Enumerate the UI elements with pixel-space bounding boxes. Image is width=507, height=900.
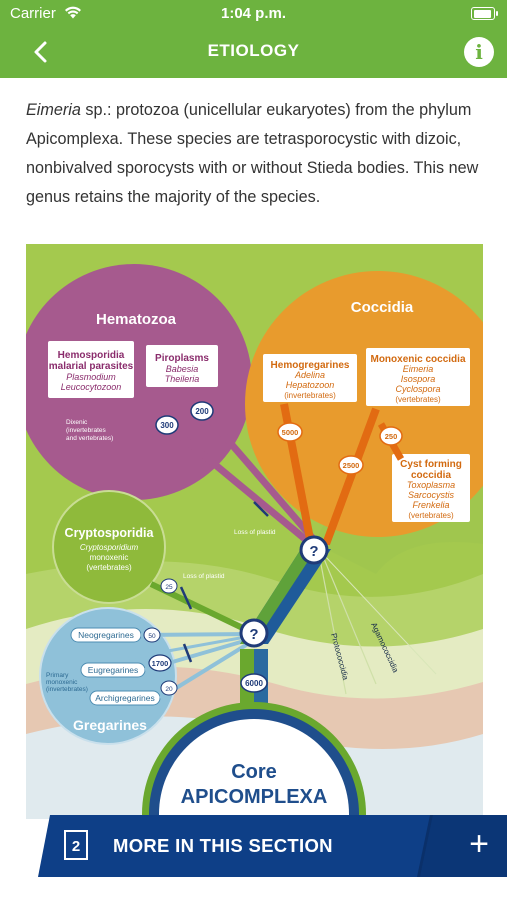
description-text: sp.: protozoa (unicellular eukaryotes) f… <box>26 101 479 206</box>
svg-text:25: 25 <box>165 584 173 591</box>
carrier-label: Carrier <box>10 5 82 22</box>
count-badge-6000: 6000 <box>240 673 268 693</box>
genus-name: Eimeria <box>26 101 81 119</box>
count-badge-300: 300 <box>155 415 179 435</box>
info-icon[interactable]: i <box>464 37 494 67</box>
section-bar-background <box>38 815 507 877</box>
invertebrates-label: (invertebrates) <box>284 391 336 400</box>
piroplasms-label: Piroplasms <box>155 353 209 364</box>
adelina-label: Adelina <box>294 370 325 380</box>
vertebrates-label: (vertebrates) <box>395 395 441 404</box>
loss-of-plastid-label-1: Loss of plastid <box>234 529 276 536</box>
primary-hosts-label: (invertebrates) <box>46 686 88 693</box>
plasmodium-label: Plasmodium <box>66 372 116 382</box>
cryptosporidia-hosts-label: (vertebrates) <box>86 563 132 572</box>
core-label: Core <box>231 761 277 783</box>
hepatozoon-label: Hepatozoon <box>286 380 335 390</box>
svg-text:1700: 1700 <box>152 659 169 668</box>
svg-text:2500: 2500 <box>343 461 360 470</box>
frenkelia-label: Frenkelia <box>412 500 449 510</box>
primary-label: Primary <box>46 672 69 679</box>
primary-monoxenic-label: monoxenic <box>46 679 78 686</box>
loss-of-plastid-label-2: Loss of plastid <box>183 573 225 580</box>
count-badge-2500: 2500 <box>338 455 364 475</box>
more-in-section-label: MORE IN THIS SECTION <box>113 835 333 856</box>
cryptosporidium-label: Cryptosporidium <box>80 543 139 552</box>
count-badge-1700: 1700 <box>148 654 172 672</box>
svg-text:250: 250 <box>385 432 398 441</box>
eugregarines-label: Eugregarines <box>88 665 139 675</box>
malarial-parasites-label: malarial parasites <box>49 361 134 372</box>
monoxenic-coccidia-label: Monoxenic coccidia <box>370 354 465 365</box>
babesia-label: Babesia <box>166 364 199 374</box>
cyst-forming-coccidia-label: coccidia <box>411 470 451 481</box>
count-badge-250: 250 <box>379 426 403 446</box>
hemogregarines-label: Hemogregarines <box>271 360 350 371</box>
svg-text:200: 200 <box>195 407 209 416</box>
gregarines-title: Gregarines <box>73 717 147 733</box>
toxoplasma-label: Toxoplasma <box>407 480 455 490</box>
count-badge-50: 50 <box>143 627 161 643</box>
archigregarines-label: Archigregarines <box>95 693 155 703</box>
count-badge-5000: 5000 <box>277 422 303 442</box>
eimeria-label: Eimeria <box>403 364 434 374</box>
dixenic-hosts-label: (invertebrates <box>66 427 106 434</box>
navigation-bar: ETIOLOGY i <box>0 26 507 78</box>
phylogeny-diagram: Hematozoa Hemosporidia malarial parasite… <box>26 244 483 819</box>
more-in-section-bar[interactable]: 2 MORE IN THIS SECTION + <box>38 815 507 877</box>
cyst-forming-label: Cyst forming <box>400 459 462 470</box>
isospora-label: Isospora <box>401 374 436 384</box>
section-page-icon: 2 <box>64 830 88 860</box>
count-badge-200: 200 <box>190 401 214 421</box>
svg-text:50: 50 <box>148 633 156 640</box>
theileria-label: Theileria <box>165 374 200 384</box>
clock: 1:04 p.m. <box>220 5 287 22</box>
coccidia-title: Coccidia <box>351 299 414 316</box>
cryptosporidia-title: Cryptosporidia <box>65 526 155 540</box>
apicomplexa-label: APICOMPLEXA <box>181 786 328 808</box>
hemosporidia-label: Hemosporidia <box>58 350 125 361</box>
apicomplexa-phylogeny-figure: Hematozoa Hemosporidia malarial parasite… <box>26 244 483 819</box>
dixenic-label: Dixenic <box>66 419 88 426</box>
status-bar: Carrier 1:04 p.m. <box>0 0 507 26</box>
page-title: ETIOLOGY <box>207 41 300 60</box>
sarcocystis-label: Sarcocystis <box>408 490 455 500</box>
svg-text:20: 20 <box>165 686 173 693</box>
vertebrates-label-2: (vertebrates) <box>408 511 454 520</box>
leucocytozoon-label: Leucocytozoon <box>61 382 122 392</box>
etiology-description: Eimeria sp.: protozoa (unicellular eukar… <box>26 96 486 212</box>
dixenic-hosts-label-2: and vertebrates) <box>66 435 113 442</box>
plus-icon[interactable]: + <box>469 825 489 863</box>
back-chevron-icon[interactable] <box>28 38 56 66</box>
svg-text:6000: 6000 <box>245 679 263 688</box>
cyclospora-label: Cyclospora <box>395 384 440 394</box>
unknown-node-1: ? <box>309 543 318 560</box>
svg-text:300: 300 <box>160 421 174 430</box>
battery-icon <box>471 7 498 20</box>
svg-text:5000: 5000 <box>282 428 299 437</box>
count-badge-20: 20 <box>160 680 178 696</box>
hematozoa-title: Hematozoa <box>96 311 177 328</box>
neogregarines-label: Neogregarines <box>78 630 134 640</box>
wifi-icon <box>65 6 82 19</box>
unknown-node-2: ? <box>249 626 258 643</box>
count-badge-25: 25 <box>160 578 178 594</box>
monoxenic-label: monoxenic <box>90 553 129 562</box>
